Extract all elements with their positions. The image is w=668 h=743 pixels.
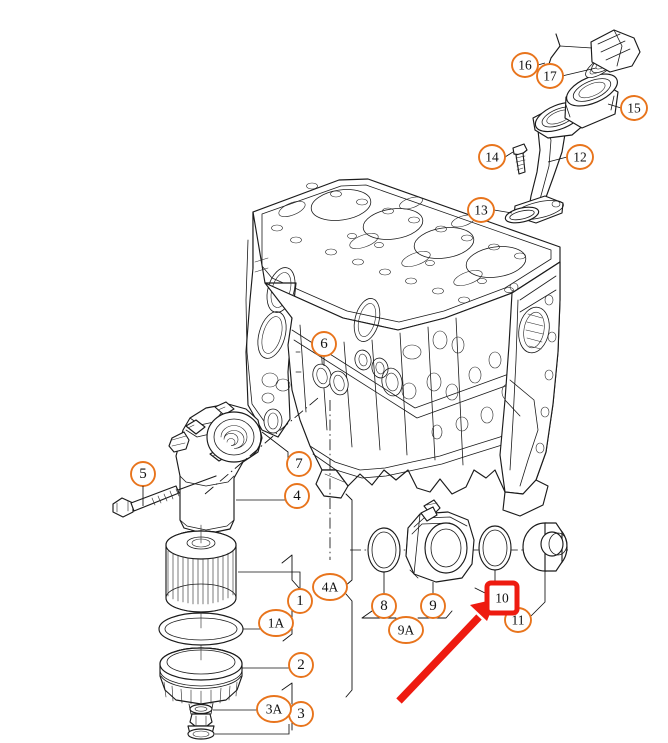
highlight-annotation: 10 — [396, 580, 520, 704]
callout-12-label: 12 — [573, 150, 587, 165]
callout-11-label: 11 — [512, 613, 525, 628]
oil-cooler-assembly — [350, 499, 568, 583]
callout-15-ring[interactable] — [620, 95, 648, 121]
callout-9a-label: 9A — [398, 623, 415, 638]
callout-16-ring[interactable] — [511, 52, 539, 78]
callout-6-label: 6 — [320, 336, 328, 352]
callout-7-ring[interactable] — [286, 451, 312, 477]
callout-1-label: 1 — [296, 593, 304, 609]
red-arrow-shaft — [396, 614, 482, 704]
highlight-box-10[interactable] — [484, 580, 520, 616]
tube-bolt-icon — [512, 143, 528, 175]
callout-14-ring[interactable] — [478, 144, 506, 170]
callout-3a-label: 3A — [266, 702, 283, 717]
callout-8-label: 8 — [380, 598, 388, 614]
callout-9-label: 9 — [429, 598, 437, 614]
callout-14-label: 14 — [485, 150, 499, 165]
callout-17-label: 17 — [543, 69, 557, 84]
callout-15-label: 15 — [627, 101, 641, 116]
callout-4a-ring[interactable] — [312, 573, 348, 601]
callout-13-label: 13 — [474, 203, 488, 218]
callout-9a-ring[interactable] — [388, 616, 424, 644]
callout-12-ring[interactable] — [566, 144, 594, 170]
callout-2-ring[interactable] — [288, 652, 314, 678]
callout-4-ring[interactable] — [284, 483, 310, 509]
callout-17-ring[interactable] — [536, 63, 564, 89]
callout-13-ring[interactable] — [467, 197, 495, 223]
callout-3a-ring[interactable] — [256, 695, 292, 723]
callout-16-label: 16 — [518, 58, 532, 73]
callout-6-ring[interactable] — [311, 331, 337, 357]
callout-bubbles: 1 1A 2 3 3A 4 4A 5 6 7 8 9 9A 11 12 13 — [130, 52, 648, 727]
callout-10-label: 10 — [495, 591, 509, 606]
callout-2-label: 2 — [297, 657, 305, 673]
callout-4a-label: 4A — [322, 580, 339, 595]
callout-1a-ring[interactable] — [258, 609, 294, 637]
callout-3-label: 3 — [297, 706, 305, 722]
callout-7-label: 7 — [295, 456, 303, 472]
callout-9-ring[interactable] — [420, 593, 446, 619]
dipstick-tube-assembly — [504, 29, 641, 224]
callout-1-ring[interactable] — [287, 588, 313, 614]
callout-1a-label: 1A — [268, 616, 285, 631]
engine-block — [245, 178, 561, 517]
oil-filter-assembly — [112, 401, 283, 740]
callout-8-ring[interactable] — [371, 593, 397, 619]
callout-4-label: 4 — [293, 488, 301, 504]
callout-5-label: 5 — [139, 466, 147, 482]
